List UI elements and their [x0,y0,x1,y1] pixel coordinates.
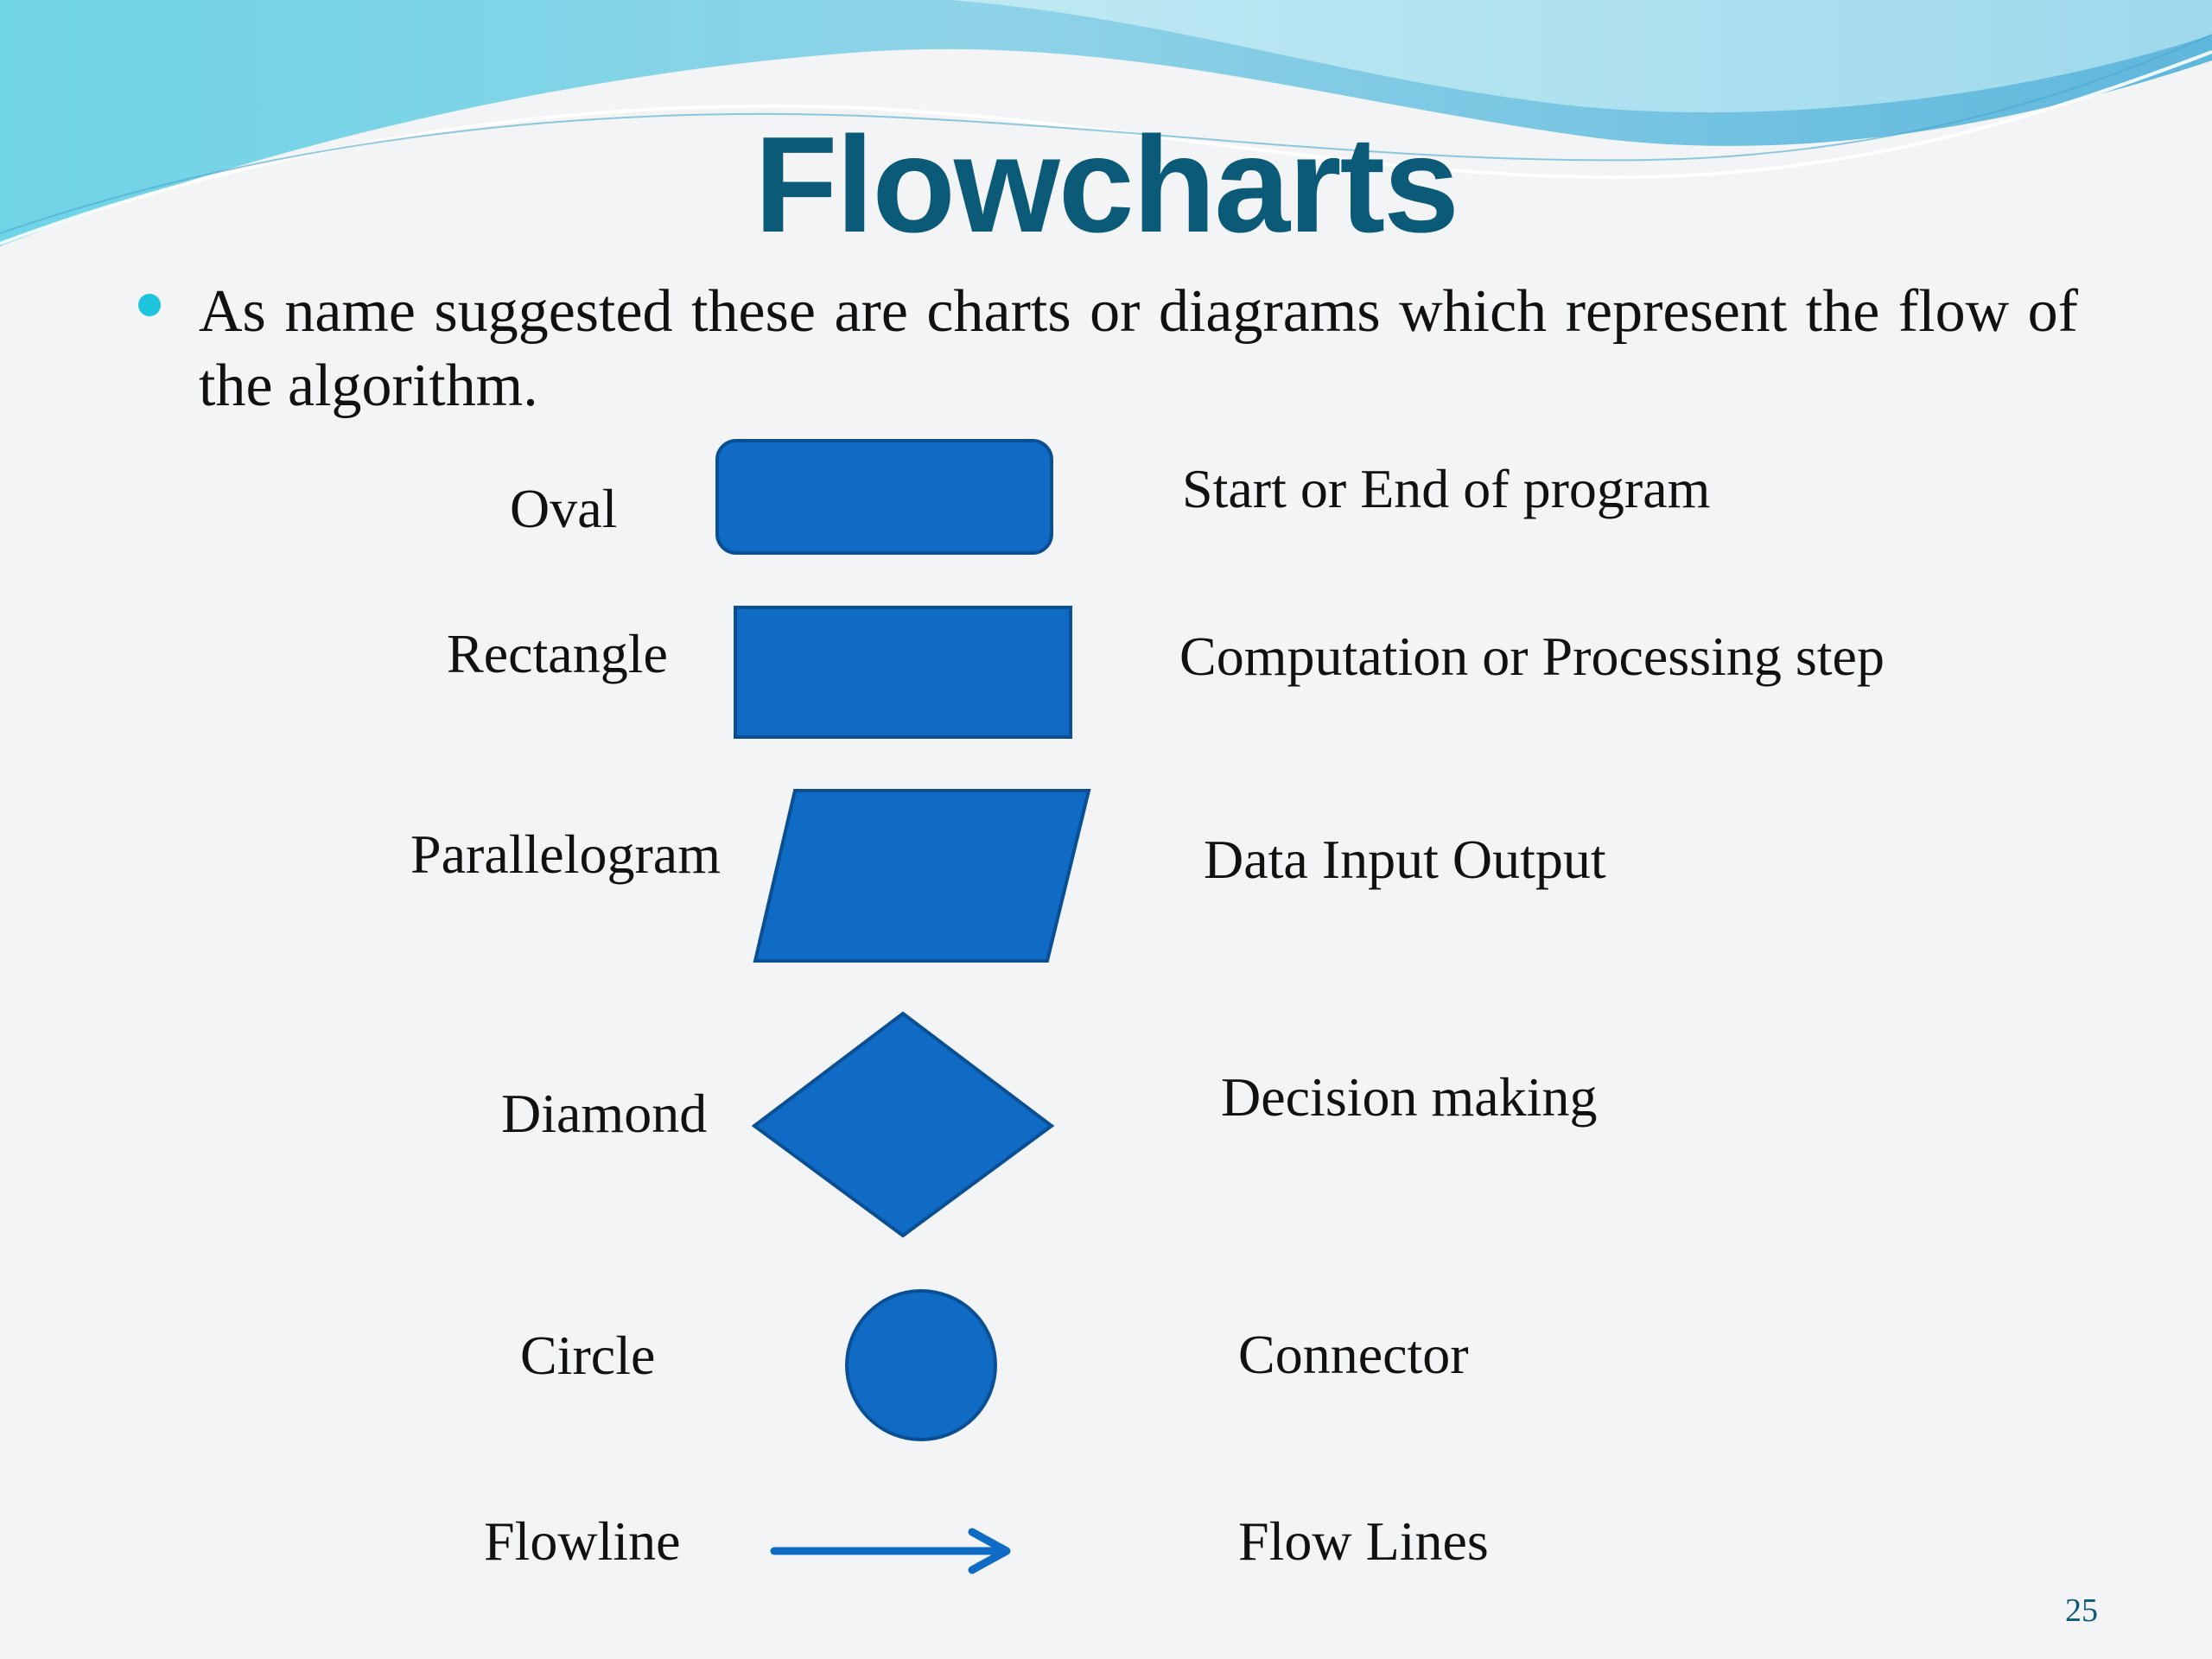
symbol-description-rectangle: Computation or Processing step [1179,626,1885,687]
symbol-name-flowline: Flowline [484,1510,681,1572]
diamond-symbol [751,1011,1055,1238]
slide-title: Flowcharts [753,109,1459,261]
page-number: 25 [2065,1592,2098,1629]
flowline-arrow-icon [770,1528,1011,1574]
symbol-description-parallelogram: Data Input Output [1204,829,1606,890]
bullet-marker [138,294,161,316]
circle-symbol [845,1289,997,1441]
header-wave-decoration [0,0,2212,246]
symbol-name-diamond: Diamond [501,1083,708,1144]
symbol-name-rectangle: Rectangle [447,623,668,684]
symbol-description-diamond: Decision making [1221,1066,1598,1128]
bullet-text: As name suggested these are charts or di… [199,278,2078,419]
symbol-description-circle: Connector [1238,1324,1469,1385]
symbol-description-oval: Start or End of program [1182,458,1711,519]
symbol-description-flowline: Flow Lines [1238,1510,1489,1572]
symbol-name-oval: Oval [510,478,618,539]
oval-symbol [715,439,1053,555]
symbol-name-parallelogram: Parallelogram [410,823,721,885]
rectangle-symbol [734,606,1072,739]
parallelogram-symbol [753,789,1091,963]
symbol-name-circle: Circle [520,1325,656,1386]
